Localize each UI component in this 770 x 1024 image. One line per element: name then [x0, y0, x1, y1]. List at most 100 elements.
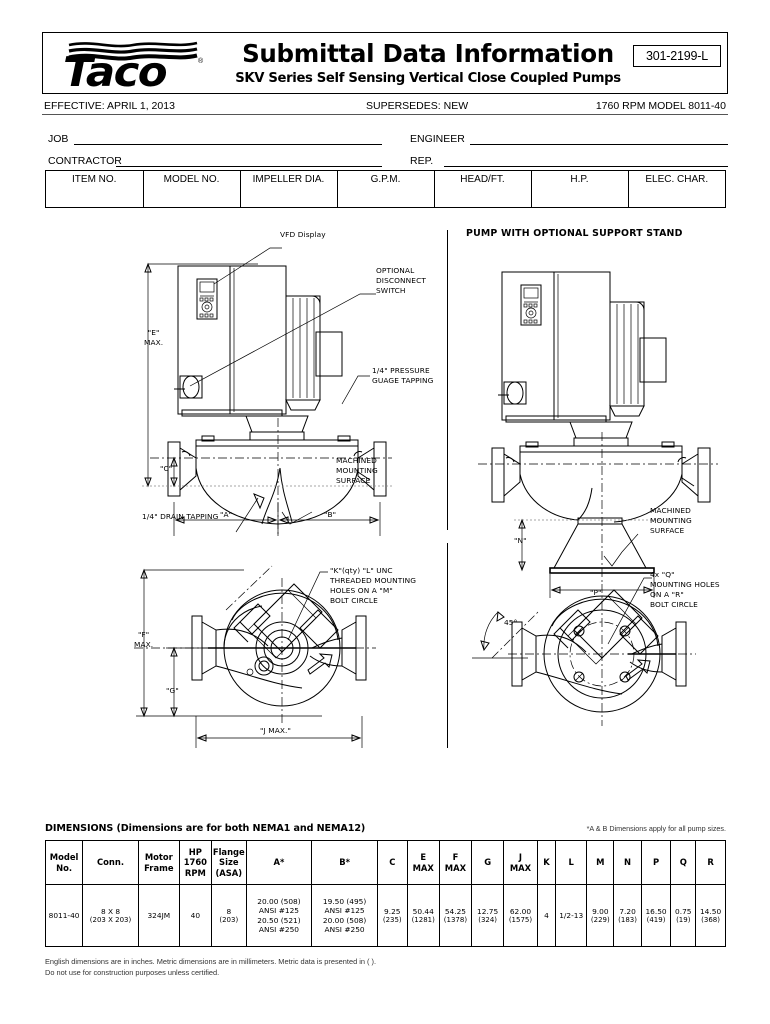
cell-model-no: 8011-40	[44, 884, 84, 947]
model-text: 1760 RPM MODEL 8011-40	[595, 100, 726, 112]
cell-m-value: 9.00	[592, 906, 609, 916]
cell-e-metric: (1281)	[411, 915, 435, 924]
dim-col-b: B*	[311, 840, 378, 885]
right-view-title: PUMP WITH OPTIONAL SUPPORT STAND	[466, 228, 683, 239]
cell-p-metric: (419)	[646, 915, 666, 924]
dim-col-model-no: Model No.	[44, 840, 84, 885]
cell-c: 9.25 (235)	[376, 884, 408, 947]
cell-m-metric: (229)	[590, 915, 610, 924]
drawing-leaders-left	[189, 247, 376, 405]
item-col-gpm: G.P.M.	[336, 171, 434, 207]
dim-label-e-max: "E" MAX.	[144, 328, 164, 347]
cell-flange-metric: (203)	[219, 915, 239, 924]
dim-col-g: G	[471, 840, 505, 885]
cell-p: 16.50 (419)	[640, 884, 672, 947]
dimensions-header-row: Model No. Conn. Motor Frame HP 1760 RPM …	[44, 840, 726, 885]
dim-label-f-max: "F" MAX.	[134, 630, 154, 649]
cell-g: 12.75 (324)	[471, 884, 505, 947]
footer-notes: English dimensions are in inches. Metric…	[45, 956, 376, 979]
cell-g-value: 12.75	[477, 906, 499, 916]
table-row: 8011-40 8 X 8 (203 X 203) 324JM 40 8 (20…	[44, 884, 726, 947]
cell-r-metric: (368)	[701, 915, 720, 924]
dim-col-p: P	[640, 840, 672, 885]
callout-machined-mounting-left: MACHINED MOUNTING SURFACE	[336, 456, 378, 485]
dim-col-q: Q	[670, 840, 697, 885]
dim-label-g: "G"	[166, 686, 179, 695]
dim-col-flange-size: Flange Size (ASA)	[210, 840, 247, 885]
cell-j-metric: (1575)	[508, 915, 533, 924]
dim-col-hp-rpm: HP 1760 RPM	[178, 840, 212, 885]
dim-col-f-max: F MAX	[438, 840, 473, 885]
cell-n-value: 7.20	[619, 906, 636, 916]
cell-c-metric: (235)	[382, 915, 402, 924]
cell-j-max: 62.00 (1575)	[503, 884, 538, 947]
dim-label-j-max: "J MAX."	[260, 726, 291, 735]
cell-k: 4	[536, 884, 557, 947]
callout-optional-disconnect: OPTIONAL DISCONNECT SWITCH	[376, 266, 426, 295]
item-specification-table: ITEM NO. MODEL NO. IMPELLER DIA. G.P.M. …	[45, 170, 726, 208]
callout-mounting-holes-right: 4x "Q" MOUNTING HOLES ON A "R" BOLT CIRC…	[650, 570, 720, 609]
cell-conn: 8 X 8 (203 X 203)	[82, 884, 139, 947]
effective-date: EFFECTIVE: APRIL 1, 2013	[44, 100, 175, 112]
field-contractor-label: CONTRACTOR	[48, 155, 122, 167]
dim-label-p: "P"	[590, 588, 602, 597]
cell-l: 1/2-13	[555, 884, 588, 947]
cell-conn-value: 8 X 8	[100, 906, 121, 916]
dim-label-a: "A"	[220, 510, 233, 519]
cell-q-value: 0.75	[675, 906, 692, 916]
cell-a: 20.00 (508) ANSI #125 20.50 (521) ANSI #…	[245, 884, 313, 947]
dim-col-c: C	[376, 840, 408, 885]
item-table-header-row: ITEM NO. MODEL NO. IMPELLER DIA. G.P.M. …	[46, 171, 725, 207]
drawing-divider-bottom	[447, 543, 448, 748]
item-col-hp: H.P.	[530, 171, 628, 207]
page-title: Submittal Data Information	[242, 39, 614, 68]
field-contractor-input[interactable]	[116, 166, 382, 167]
logo-wordmark: Taco	[63, 48, 168, 96]
dim-col-e-max: E MAX	[406, 840, 440, 885]
dim-col-r: R	[695, 840, 726, 885]
cell-n-metric: (183)	[618, 915, 637, 924]
dim-col-l: L	[555, 840, 588, 885]
field-rep-label: REP.	[410, 155, 434, 167]
drawing-plan-right	[472, 577, 696, 726]
drawings-area: VFD Display OPTIONAL DISCONNECT SWITCH 1…	[42, 218, 728, 798]
drawing-divider-top	[447, 230, 448, 530]
field-engineer-label: ENGINEER	[410, 133, 465, 145]
cell-j-value: 62.00	[509, 906, 532, 916]
cell-n: 7.20 (183)	[613, 884, 642, 947]
cell-motor-frame: 324JM	[137, 884, 180, 947]
dim-col-m: M	[586, 840, 615, 885]
callout-pressure-gauge: 1/4" PRESSURE GUAGE TAPPING	[372, 366, 434, 385]
dim-label-b: "B"	[324, 510, 337, 519]
dim-col-a: A*	[245, 840, 313, 885]
page-subtitle: SKV Series Self Sensing Vertical Close C…	[235, 71, 621, 86]
cell-q: 0.75 (19)	[670, 884, 697, 947]
field-job-input[interactable]	[74, 144, 382, 145]
dim-label-c: "C"	[160, 464, 173, 473]
footer-line-2: Do not use for construction purposes unl…	[45, 968, 220, 978]
callout-45-degree: 45°	[504, 618, 518, 627]
cell-hp-rpm: 40	[178, 884, 212, 947]
item-col-model-no: MODEL NO.	[142, 171, 240, 207]
cell-f-max: 54.25 (1378)	[438, 884, 473, 947]
cell-f-metric: (1378)	[443, 915, 468, 924]
cell-r: 14.50 (368)	[695, 884, 726, 947]
drawing-elevation-right	[478, 271, 718, 598]
dim-col-k: K	[536, 840, 557, 885]
dim-col-n: N	[613, 840, 642, 885]
logo-waves-icon	[68, 41, 198, 61]
supersedes-text: SUPERSEDES: NEW	[366, 100, 469, 112]
dim-col-conn: Conn.	[82, 840, 139, 885]
cell-e-value: 50.44	[412, 906, 434, 916]
cell-flange-value: 8	[226, 906, 232, 916]
header-box: Taco ® Submittal Data Information SKV Se…	[42, 32, 728, 94]
cell-c-value: 9.25	[384, 906, 401, 916]
item-col-item-no: ITEM NO.	[72, 174, 117, 185]
field-engineer-input[interactable]	[470, 144, 728, 145]
field-rep-input[interactable]	[444, 166, 728, 167]
dimensions-title: DIMENSIONS (Dimensions are for both NEMA…	[45, 823, 366, 834]
item-col-elec-char: ELEC. CHAR.	[627, 171, 725, 207]
dim-col-motor-frame: Motor Frame	[137, 840, 180, 885]
callout-drain-tapping: 1/4" DRAIN TAPPING	[142, 512, 219, 521]
drawing-elevation-left	[142, 262, 392, 536]
